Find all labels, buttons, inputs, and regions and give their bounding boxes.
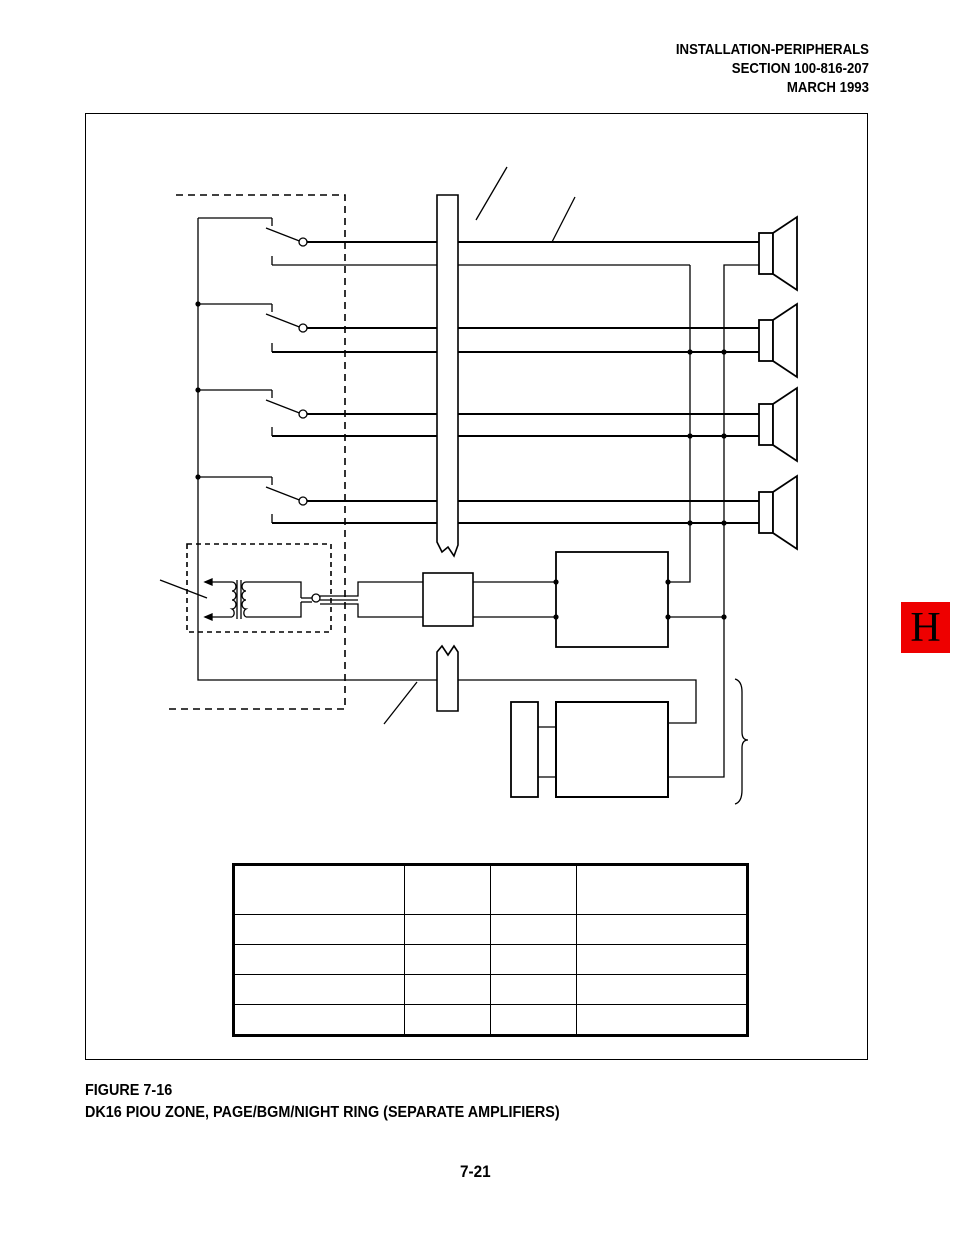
figure-title: DK16 PIOU ZONE, PAGE/BGM/NIGHT RING (SEP… (85, 1104, 560, 1121)
connector-strip-upper (436, 194, 459, 558)
interface-box (422, 572, 474, 627)
relay-contact-3 (265, 390, 303, 436)
speaker-3 (758, 386, 798, 463)
figure-number: FIGURE 7-16 (85, 1082, 173, 1099)
speaker-2 (758, 302, 798, 379)
header-title: INSTALLATION-PERIPHERALS (675, 41, 869, 58)
speaker-1 (758, 215, 798, 292)
common-bus (197, 218, 697, 724)
board-outline (168, 194, 346, 710)
brace (734, 678, 749, 805)
header-date: MARCH 1993 (786, 79, 869, 96)
figure-caption: FIGURE 7-16 DK16 PIOU ZONE, PAGE/BGM/NIG… (85, 1080, 560, 1124)
bgm-source (510, 701, 539, 798)
amplifier-2 (555, 701, 669, 798)
table-row (232, 974, 749, 1005)
connector-strip-lower (436, 644, 459, 712)
section-tab[interactable]: H (901, 602, 950, 653)
amplifier-1 (555, 551, 669, 648)
transformer-box (186, 543, 332, 633)
table-header-row (232, 864, 749, 915)
wiring-table (232, 863, 749, 1037)
relay-contact-1 (265, 218, 303, 265)
page-header: INSTALLATION-PERIPHERALS SECTION 100-816… (587, 40, 869, 97)
speaker-4 (758, 474, 798, 551)
header-section: SECTION 100-816-207 (731, 60, 869, 77)
page-number: 7-21 (460, 1162, 491, 1181)
transformer (203, 578, 312, 621)
table-row (232, 914, 749, 945)
relay-contact-4 (265, 477, 303, 523)
relay-contact-2 (265, 304, 303, 352)
section-tab-label: H (910, 604, 941, 651)
figure-frame (85, 113, 868, 1060)
table-row (232, 944, 749, 975)
table-row (232, 1004, 749, 1036)
